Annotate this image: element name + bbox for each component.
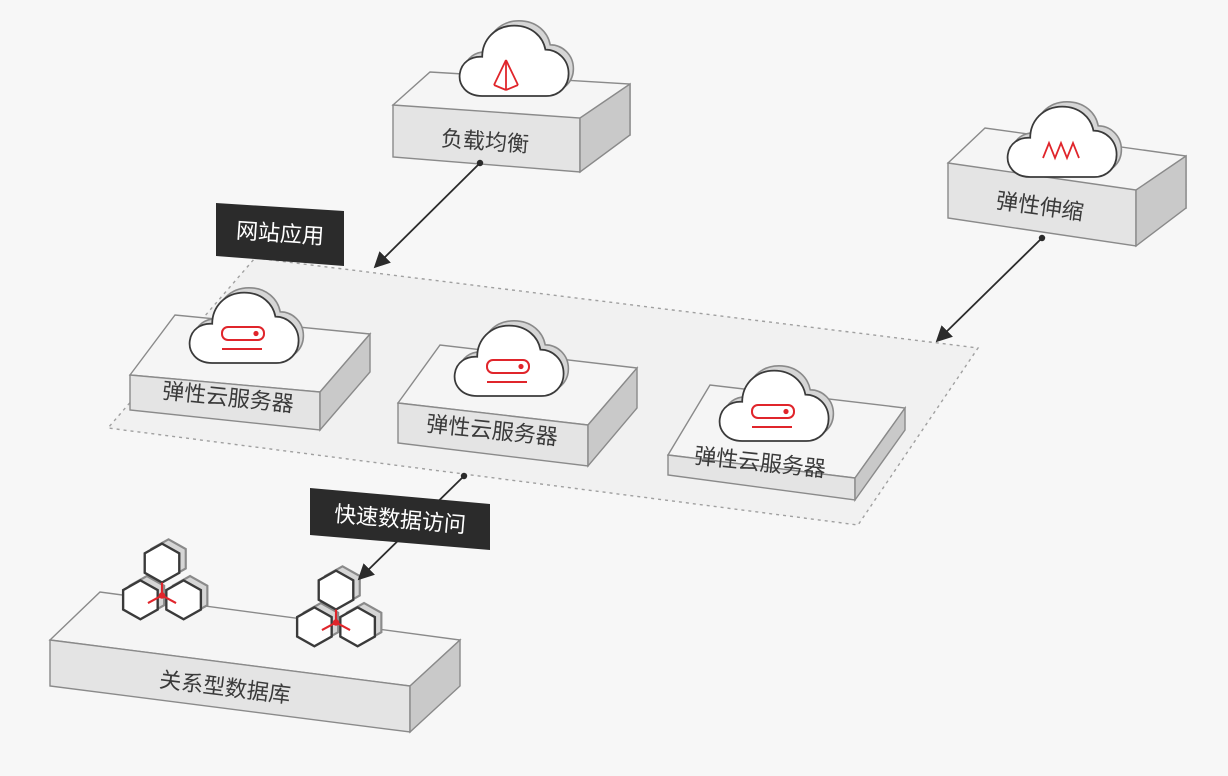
load-balancer-label: 负载均衡 <box>440 127 530 158</box>
auto-scaling-cloud-icon <box>1006 100 1123 178</box>
database-hexagon-icon <box>295 565 383 648</box>
website-app-group-label: 网站应用 <box>216 203 344 266</box>
auto-scaling-glyph-icon <box>1042 140 1080 161</box>
ecs-node-2[interactable]: 弹性云服务器 <box>396 319 639 468</box>
auto-scaling-node[interactable]: 弹性伸缩 <box>946 100 1187 248</box>
fast-data-access-label: 快速数据访问 <box>310 488 490 550</box>
ecs-node-3[interactable]: 弹性云服务器 <box>666 364 907 503</box>
server-glyph-icon <box>751 404 795 428</box>
rds-node[interactable]: 关系型数据库 <box>48 538 462 734</box>
connector-as-to-app <box>935 234 1046 343</box>
ecs-node-1[interactable]: 弹性云服务器 <box>128 286 372 432</box>
load-balancer-node[interactable]: 负载均衡 <box>391 19 631 174</box>
server-glyph-icon <box>221 326 265 350</box>
server-glyph-icon <box>486 359 530 383</box>
connector-lb-to-app <box>373 159 484 269</box>
load-balancer-glyph-icon <box>493 59 519 91</box>
database-hexagon-icon <box>121 538 209 621</box>
website-app-label-text: 网站应用 <box>235 219 325 250</box>
